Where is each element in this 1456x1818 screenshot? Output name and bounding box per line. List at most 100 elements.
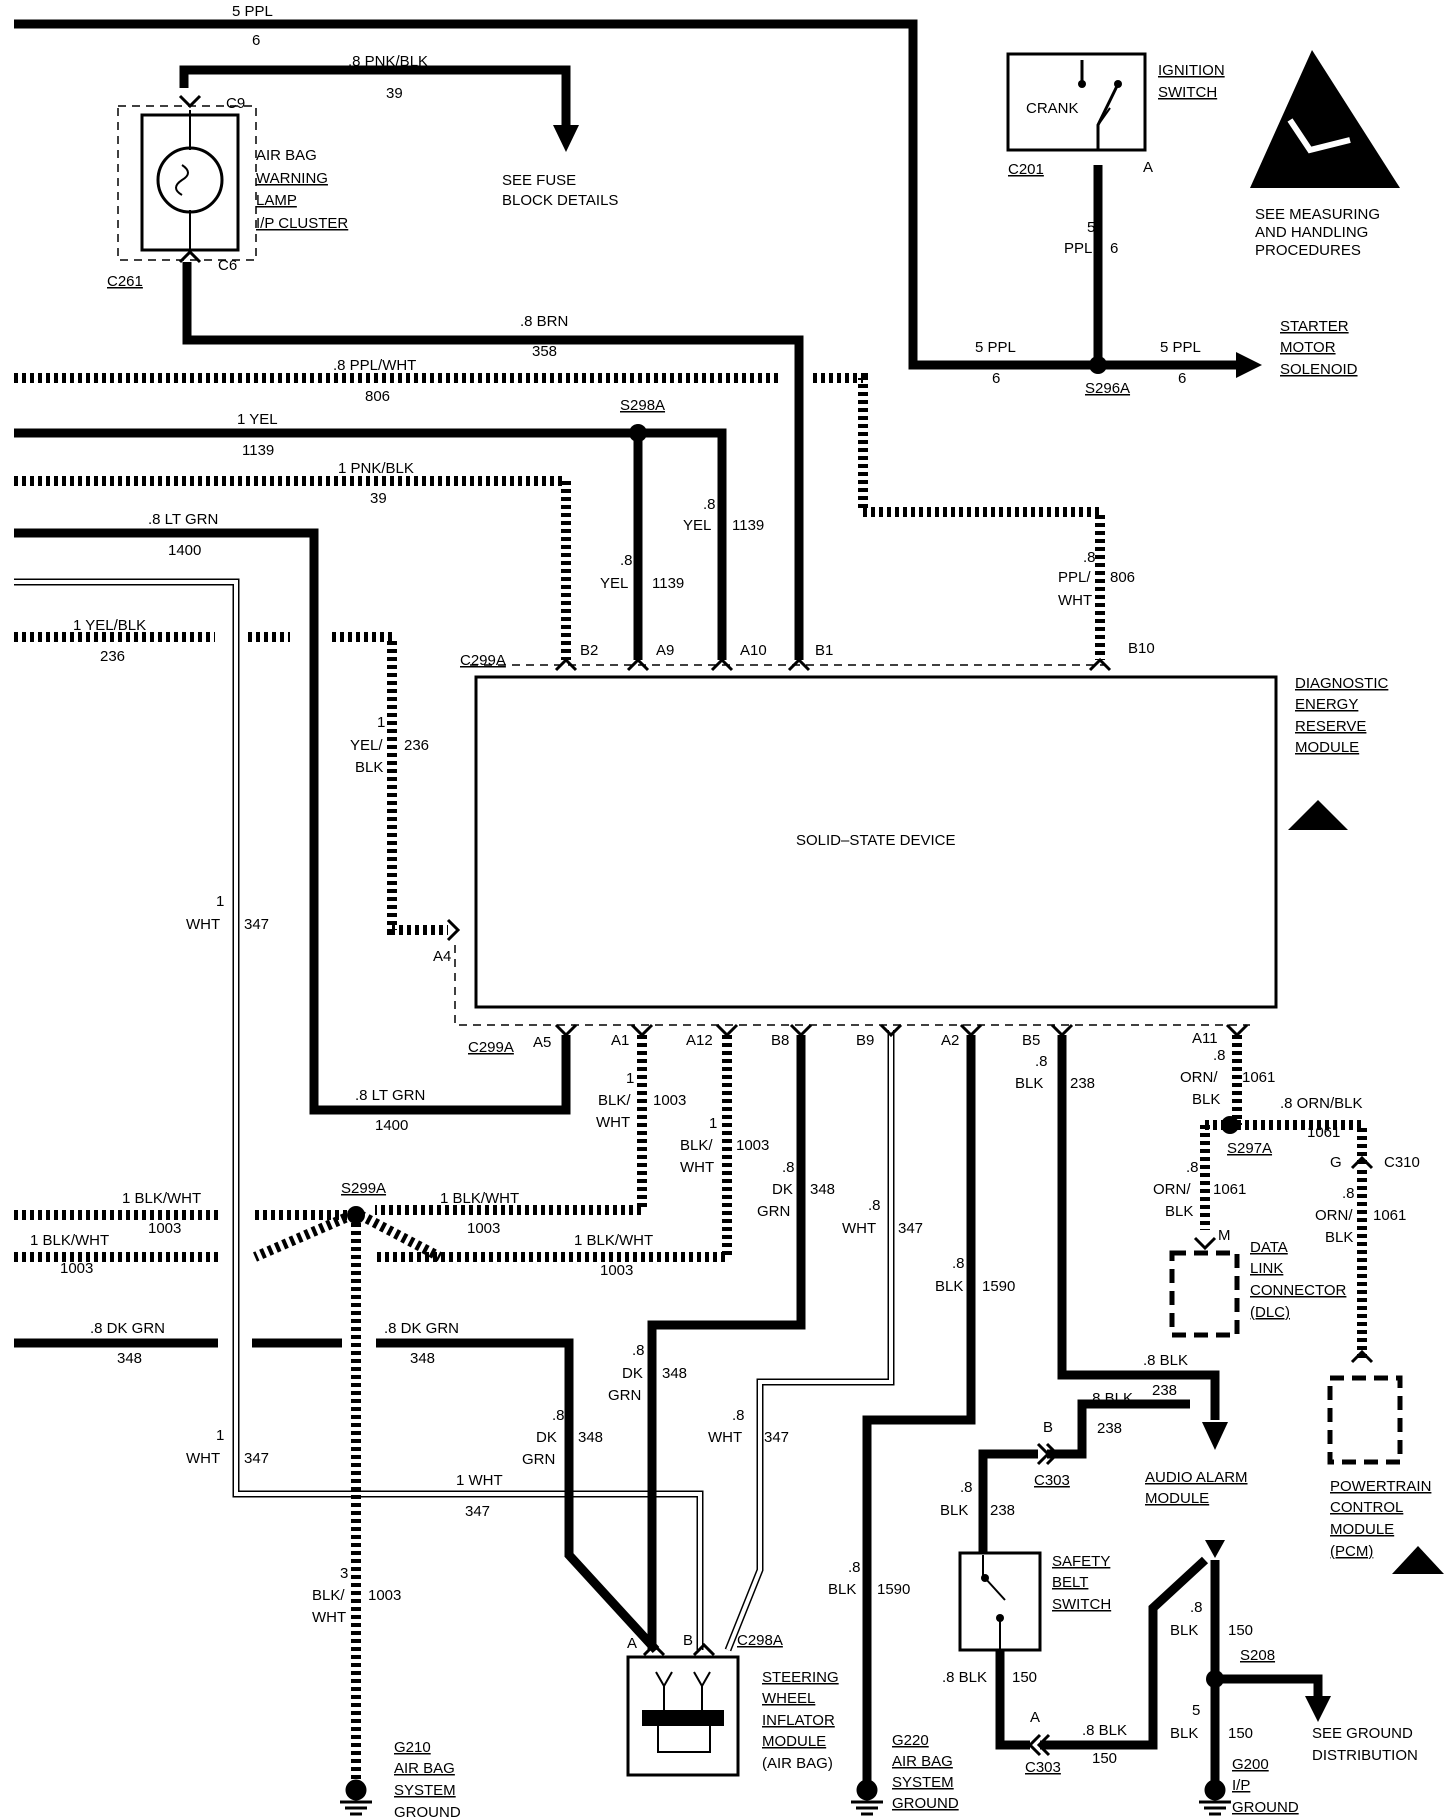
lbl: WHT	[596, 1114, 630, 1131]
lbl: 348	[410, 1350, 435, 1367]
lbl: 1003	[653, 1092, 686, 1109]
audio-label: AUDIO ALARM	[1145, 1469, 1248, 1486]
lbl: C201	[1008, 161, 1044, 178]
wire-blk-wht-s299a-l	[253, 1210, 354, 1262]
wire-ppl-top	[14, 19, 1100, 370]
lbl: .8	[1213, 1047, 1226, 1064]
lbl: .8 BLK	[1143, 1352, 1188, 1369]
lbl: .8 PNK/BLK	[348, 53, 428, 70]
inflator-label: MODULE	[762, 1733, 826, 1750]
lbl: .8 DK GRN	[384, 1320, 459, 1337]
lbl: 1061	[1213, 1181, 1246, 1198]
lbl: C6	[218, 257, 237, 274]
ignition-switch	[1006, 52, 1147, 152]
lbl: .8	[1083, 549, 1096, 566]
lbl: 1590	[982, 1278, 1015, 1295]
wire-blk-wht-s299a-r	[357, 1210, 443, 1262]
derm-module	[454, 664, 1348, 1026]
splice-s296a	[1089, 356, 1107, 374]
lbl: S298A	[620, 397, 665, 414]
lbl: S296A	[1085, 380, 1130, 397]
lbl: A1	[611, 1032, 629, 1049]
lbl: BLK	[1170, 1725, 1198, 1742]
lbl: YEL	[683, 517, 711, 534]
lbl: GRN	[608, 1387, 641, 1404]
lbl: 348	[117, 1350, 142, 1367]
wires	[14, 19, 1367, 1785]
lbl: B8	[771, 1032, 789, 1049]
safety-belt-switch	[958, 1551, 1042, 1652]
lbl: .8	[620, 552, 633, 569]
lbl: WHT	[186, 1450, 220, 1467]
lbl: 39	[370, 490, 387, 507]
lbl: DK	[622, 1365, 643, 1382]
lbl: BLK	[1170, 1622, 1198, 1639]
lbl: A2	[941, 1032, 959, 1049]
lbl: YEL	[600, 575, 628, 592]
lbl: 150	[1092, 1750, 1117, 1767]
dlc-label: (DLC)	[1250, 1304, 1290, 1321]
wire-pnk-blk	[14, 476, 571, 660]
inflator-label: INFLATOR	[762, 1712, 835, 1729]
lbl: G	[1330, 1154, 1342, 1171]
g220-label: GROUND	[892, 1795, 959, 1812]
g200-label: GROUND	[1232, 1799, 1299, 1816]
wire-blk-b5	[1057, 1035, 1220, 1420]
wire-yel	[14, 428, 727, 660]
g220-label: AIR BAG	[892, 1753, 953, 1770]
g210-label: GROUND	[394, 1804, 461, 1818]
lbl: BLK	[1192, 1091, 1220, 1108]
lbl: C9	[226, 95, 245, 112]
lbl: C310	[1384, 1154, 1420, 1171]
wire-blk-sbs	[995, 1650, 1030, 1750]
lbl: 5	[1192, 1702, 1200, 1719]
lbl: BLK	[1165, 1203, 1193, 1220]
lbl: 806	[365, 388, 390, 405]
lbl: .8	[952, 1255, 965, 1272]
lbl: 5	[1087, 219, 1095, 236]
lbl: 6	[992, 370, 1000, 387]
lbl: BLK/	[598, 1092, 631, 1109]
lbl: GRN	[757, 1203, 790, 1220]
lbl: 5 PPL	[1160, 339, 1201, 356]
c303-bot	[1027, 1733, 1051, 1757]
wire-blk-s208-dist	[1215, 1674, 1323, 1700]
lbl: .8	[552, 1407, 565, 1424]
lbl: 39	[386, 85, 403, 102]
lbl: 150	[1228, 1725, 1253, 1742]
lbl: C303	[1034, 1472, 1070, 1489]
lbl: BLK	[1325, 1229, 1353, 1246]
lbl: 1003	[600, 1262, 633, 1279]
wire-blk-audio2	[1047, 1399, 1190, 1459]
wire-blk-wht-a12	[375, 1035, 732, 1262]
lbl: S299A	[341, 1180, 386, 1197]
lbl: PPL	[1064, 240, 1092, 257]
lbl: ORN/	[1180, 1069, 1218, 1086]
lbl: 1	[709, 1115, 717, 1132]
lbl: 150	[1228, 1622, 1253, 1639]
dlc-label: CONNECTOR	[1250, 1282, 1347, 1299]
c303-top	[1036, 1442, 1060, 1466]
lbl: 238	[1070, 1075, 1095, 1092]
labels: 5 PPL 6 .8 PNK/BLK 39 C9 C6 C261 AIR BAG…	[30, 3, 1431, 1818]
air-bag-warning-lamp	[117, 94, 257, 264]
lbl: 1 BLK/WHT	[122, 1190, 201, 1207]
gd-label: DISTRIBUTION	[1312, 1747, 1418, 1764]
lamp-label: I/P CLUSTER	[256, 215, 348, 232]
lbl: 6	[1110, 240, 1118, 257]
lbl: 236	[404, 737, 429, 754]
lbl: BLK/	[312, 1587, 345, 1604]
lbl: 1061	[1307, 1124, 1340, 1141]
lbl: .8 BLK	[1088, 1390, 1133, 1407]
lbl: C299A	[468, 1039, 514, 1056]
lbl: 150	[1012, 1669, 1037, 1686]
lbl: BLK/	[680, 1137, 713, 1154]
lbl: 347	[898, 1220, 923, 1237]
wire-blk-wht-a1	[375, 1035, 647, 1215]
lbl: GRN	[522, 1451, 555, 1468]
lbl: WHT	[708, 1429, 742, 1446]
fuse-label: SEE FUSE	[502, 172, 576, 189]
ground-dist-arrow	[1305, 1696, 1331, 1722]
pcm-label: POWERTRAIN	[1330, 1478, 1431, 1495]
